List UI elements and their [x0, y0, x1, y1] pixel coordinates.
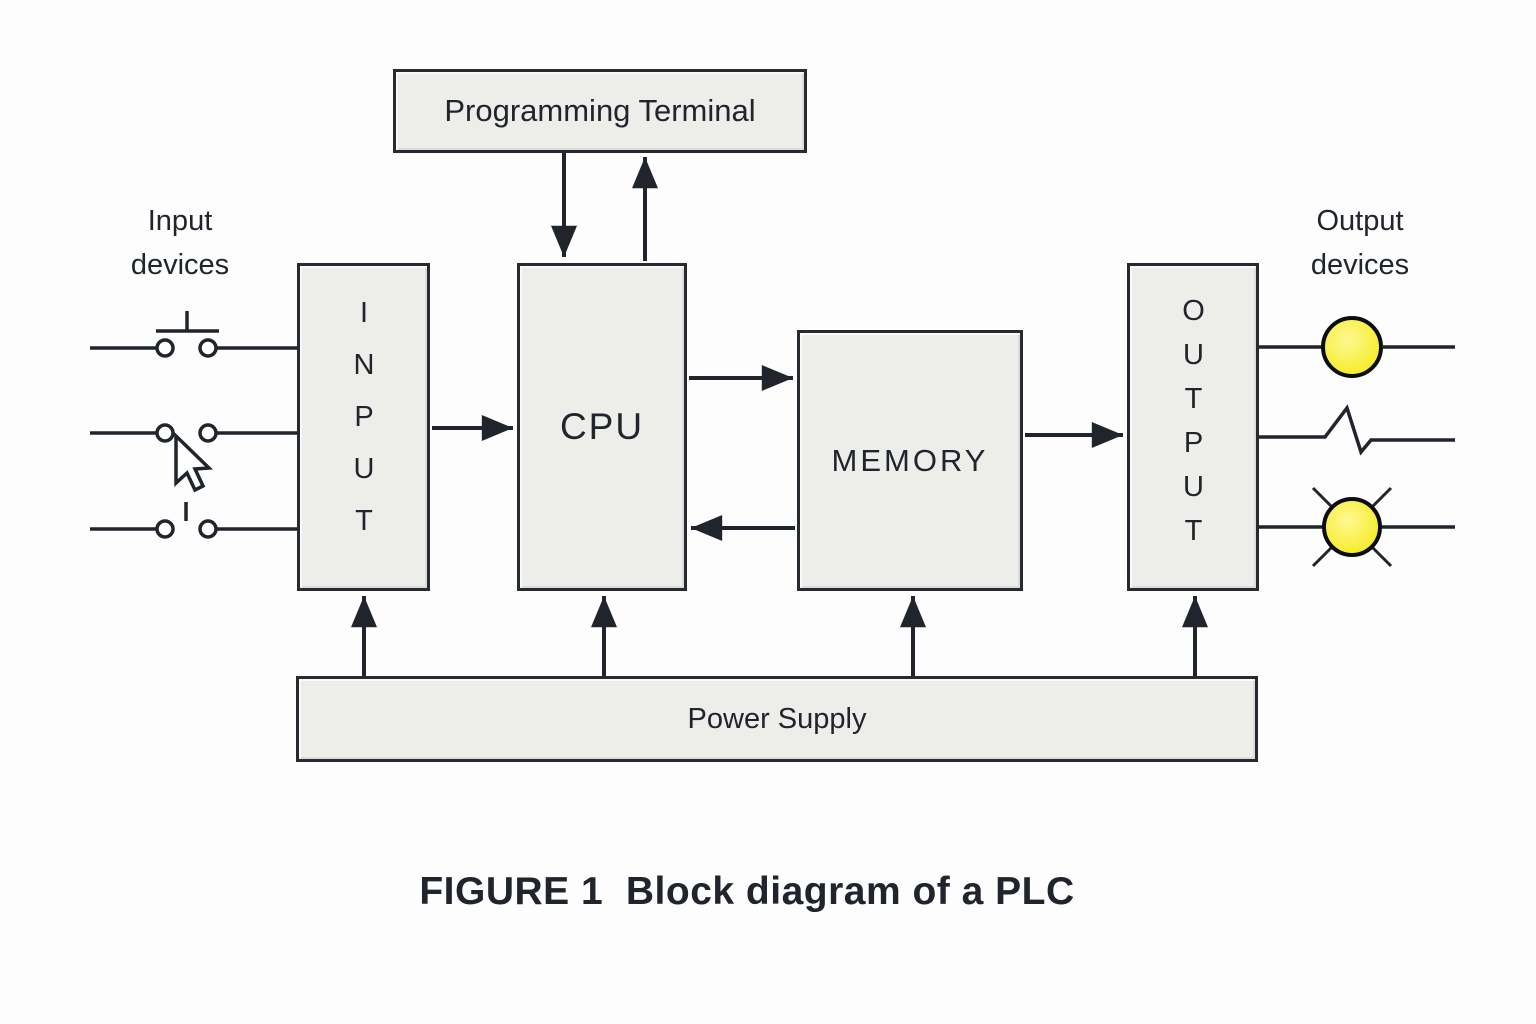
figure-caption: FIGURE 1 Block diagram of a PLC [419, 870, 1075, 913]
pushbutton-normally-open-icon [90, 311, 297, 358]
programming-terminal-block: Programming Terminal [393, 69, 807, 153]
cpu-block-label: CPU [559, 406, 645, 447]
programming-terminal-label: Programming Terminal [444, 93, 756, 128]
input-block-label: INPUT [348, 297, 380, 557]
load-break-zigzag-icon [1259, 404, 1455, 456]
memory-block: MEMORY [797, 330, 1023, 591]
output-block: OUTPUT [1127, 263, 1259, 591]
input-block: INPUT [297, 263, 430, 591]
switch-contact-with-cursor-icon [90, 423, 297, 493]
lit-lamp-icon [1259, 486, 1455, 568]
power-supply-block: Power Supply [296, 676, 1258, 762]
cpu-block: CPU [517, 263, 687, 591]
power-supply-label: Power Supply [687, 702, 867, 735]
cursor-pointer-icon [174, 431, 214, 493]
memory-block-label: MEMORY [831, 442, 989, 478]
input-devices-label: Input devices [130, 205, 230, 281]
output-block-label: OUTPUT [1177, 295, 1210, 559]
output-devices-label: Output devices [1310, 205, 1410, 281]
limit-switch-contact-icon [90, 502, 297, 539]
lamp-icon [1259, 316, 1455, 378]
